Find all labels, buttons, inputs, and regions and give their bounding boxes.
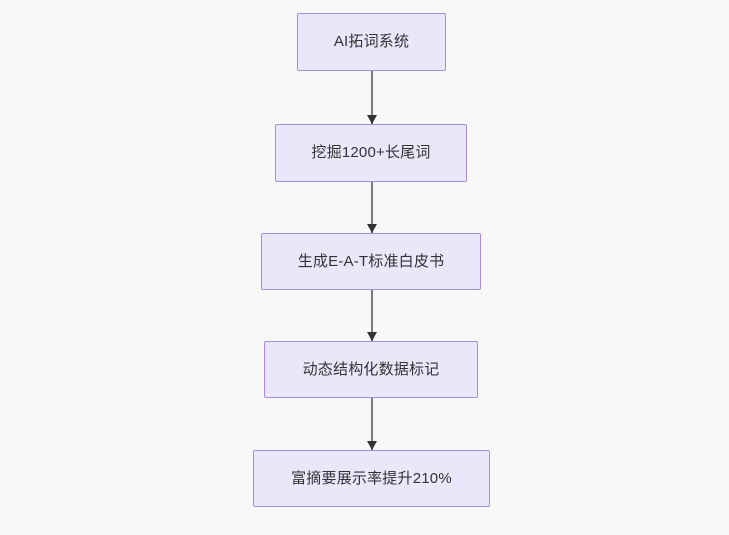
arrow-head-icon <box>367 441 377 450</box>
flow-node-mine-longtail-keywords[interactable]: 挖掘1200+长尾词 <box>275 124 467 182</box>
flow-node-ai-keyword-system[interactable]: AI拓词系统 <box>297 13 446 71</box>
flow-node-label: 富摘要展示率提升210% <box>291 469 452 487</box>
arrow-head-icon <box>367 332 377 341</box>
arrow-line <box>371 182 373 233</box>
arrow-head-icon <box>367 115 377 124</box>
flow-node-dynamic-structured-data-markup[interactable]: 动态结构化数据标记 <box>264 341 478 398</box>
arrow-line <box>371 290 373 341</box>
flow-node-label: 生成E-A-T标准白皮书 <box>297 252 445 270</box>
flow-node-generate-eat-whitepaper[interactable]: 生成E-A-T标准白皮书 <box>261 233 481 290</box>
flow-node-label: 挖掘1200+长尾词 <box>311 144 431 161</box>
flow-node-label: AI拓词系统 <box>333 33 410 50</box>
arrow-line <box>371 71 373 124</box>
flow-node-rich-snippet-rate-increase[interactable]: 富摘要展示率提升210% <box>253 450 490 507</box>
arrow-line <box>371 398 373 450</box>
flow-node-label: 动态结构化数据标记 <box>302 360 440 378</box>
arrow-head-icon <box>367 224 377 233</box>
